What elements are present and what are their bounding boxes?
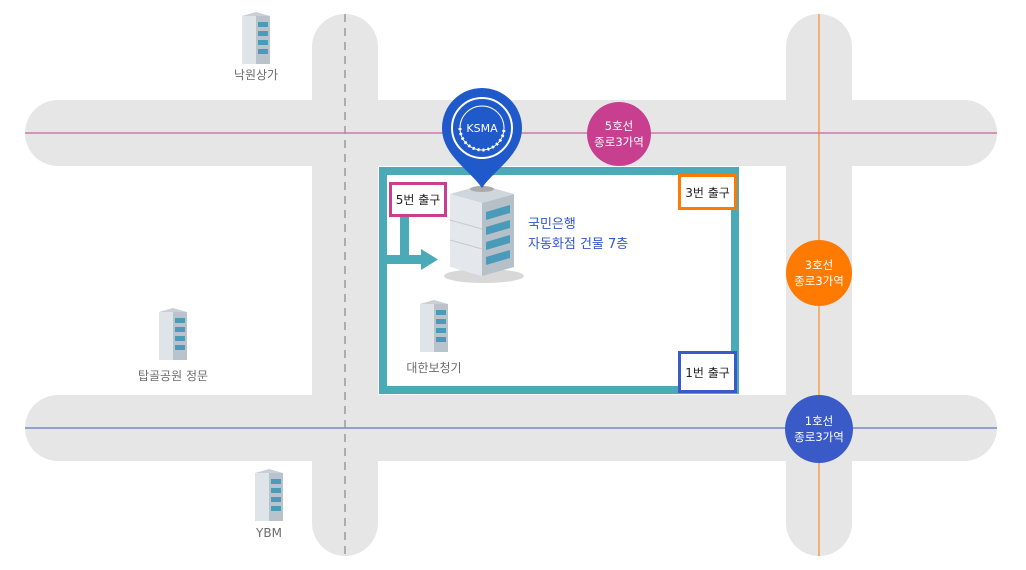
exit-1-box: 1번 출구: [678, 351, 737, 393]
pin-logo-text: KSMA: [466, 122, 498, 135]
exit-5-box: 5번 출구: [389, 182, 447, 217]
station-line3-line: 3호선: [804, 258, 834, 272]
exit-3-box: 3번 출구: [678, 174, 737, 210]
station-line1-marker: 1호선 종로3가역: [785, 395, 853, 463]
target-building-icon: [444, 185, 524, 283]
landmark-daehan-label: 대한보청기: [406, 361, 462, 375]
route-arrow-icon: [421, 249, 438, 270]
landmark-tapgol-label: 탑골공원 정문: [137, 369, 209, 383]
target-name-line1: 국민은행: [528, 217, 576, 232]
station-line5-name: 종로3가역: [594, 135, 644, 149]
landmark-ybm-label: YBM: [256, 526, 282, 540]
landmark-nakwon-label: 낙원상가: [233, 68, 279, 82]
station-line1-name: 종로3가역: [794, 430, 844, 444]
station-line1-line: 1호선: [804, 414, 834, 428]
building-icon-ybm: [255, 469, 283, 521]
station-line3-name: 종로3가역: [794, 274, 844, 288]
target-name-line2: 자동화점 건물 7층: [528, 237, 629, 252]
roads: [25, 14, 997, 556]
building-icon-nakwon: [242, 12, 270, 64]
location-pin-icon: KSMA: [442, 88, 522, 192]
walking-route: [379, 167, 739, 394]
target-building-label: 국민은행 자동화점 건물 7층: [528, 215, 628, 255]
station-line3-marker: 3호선 종로3가역: [786, 240, 852, 306]
station-line5-marker: 5호선 종로3가역: [587, 102, 651, 166]
station-line5-line: 5호선: [604, 119, 634, 133]
building-icon-daehan: [420, 300, 448, 352]
building-icon-tapgol: [159, 308, 187, 360]
